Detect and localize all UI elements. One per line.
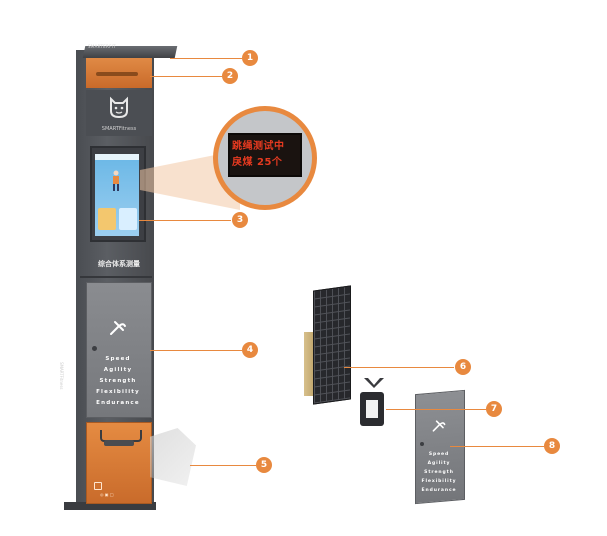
door-text-line: Strength <box>424 470 454 475</box>
badge-4: 4 <box>242 342 258 358</box>
light-slot <box>96 72 138 76</box>
badge-1: 1 <box>242 50 258 66</box>
screen-header-bar <box>95 154 139 160</box>
door-text-line: Agility <box>427 461 451 466</box>
badge-6: 6 <box>455 359 471 375</box>
door-text-line: Endurance <box>421 488 457 493</box>
leader-line <box>150 76 222 77</box>
leader-line <box>139 220 231 221</box>
divider <box>80 276 152 278</box>
door-text-line: Speed <box>428 452 450 457</box>
door-lock <box>92 346 97 351</box>
sensor-bar <box>104 440 134 446</box>
leader-line <box>150 350 242 351</box>
door-lock <box>420 442 424 446</box>
door-text-line: Strength <box>99 378 137 384</box>
antenna-icon <box>364 378 384 388</box>
badge-8: 8 <box>544 438 560 454</box>
leader-line <box>450 446 544 447</box>
brand-text: SMARTFitness <box>101 126 137 132</box>
solar-panel <box>313 285 351 405</box>
led-display <box>228 133 302 177</box>
sensor-icon <box>94 482 102 490</box>
door-text-line: Flexibility <box>421 479 457 484</box>
leader-line <box>170 58 242 59</box>
side-text: SMARTFitness <box>59 362 64 390</box>
badge-5: 5 <box>256 457 272 473</box>
door-text-line: Endurance <box>96 400 140 406</box>
roof-label: SMARTERFIT <box>88 44 116 49</box>
leader-line <box>344 367 454 368</box>
led-text-line: 戾煤 25个 <box>232 157 283 168</box>
sensor-projection <box>150 428 196 486</box>
led-text-line: 跳绳测试中 <box>232 141 285 152</box>
badge-7: 7 <box>486 401 502 417</box>
leader-line <box>386 409 486 410</box>
device-slot <box>366 400 378 418</box>
door-text-line: Flexibility <box>96 389 140 395</box>
kiosk-title: 综合体系测量 <box>98 260 140 268</box>
door-text-line: Speed <box>105 356 131 362</box>
sensor-label: ◎ ▣ □ <box>100 492 114 497</box>
jump-rope-icon <box>110 321 126 335</box>
screen-card[interactable] <box>98 208 116 230</box>
kiosk-base <box>64 502 156 510</box>
jump-rope-icon <box>432 420 446 432</box>
door-text-line: Agility <box>103 367 133 373</box>
leader-line <box>190 465 256 466</box>
badge-3: 3 <box>232 212 248 228</box>
screen-card[interactable] <box>119 208 137 230</box>
badge-2: 2 <box>222 68 238 84</box>
runner-icon <box>113 170 119 191</box>
mascot-logo-icon <box>110 96 128 119</box>
